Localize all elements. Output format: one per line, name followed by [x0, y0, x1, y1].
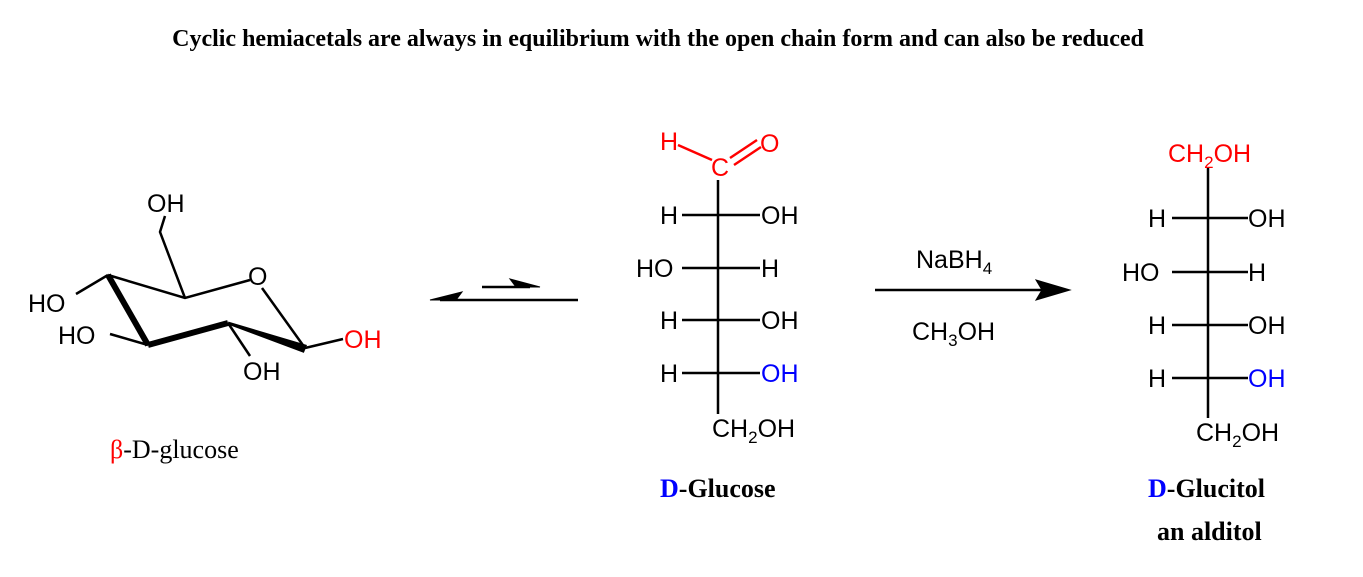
ch2oh-bottom: CH2OH — [1196, 419, 1279, 451]
d-glucose-structure: H C O H OH HO H H OH H OH CH2OH D-Glucos… — [636, 128, 799, 503]
reagent-nabh4: NaBH4 — [916, 246, 992, 278]
fischer-row: H OH — [660, 360, 799, 388]
svg-text:H: H — [1248, 259, 1266, 287]
svg-text:H: H — [660, 202, 678, 230]
fischer-row: H OH — [1148, 312, 1286, 340]
svg-text:HO: HO — [1122, 259, 1160, 287]
aldehyde-c: C — [711, 154, 729, 182]
svg-text:OH: OH — [761, 202, 799, 230]
arrow-head — [1034, 279, 1072, 301]
svg-text:OH: OH — [761, 307, 799, 335]
d-glucitol-structure: CH2OH H OH HO H H OH H OH CH2OH D-Glucit… — [1122, 140, 1286, 546]
bond — [107, 273, 251, 300]
title: Cyclic hemiacetals are always in equilib… — [172, 26, 1144, 52]
reverse-arrow-head — [429, 291, 464, 301]
bold-bond — [105, 273, 151, 347]
solvent-ch3oh: CH3OH — [912, 318, 995, 350]
svg-text:H: H — [660, 307, 678, 335]
svg-text:H: H — [1148, 205, 1166, 233]
oh-c6: OH — [147, 190, 185, 218]
d-glucose-label: D-Glucose — [660, 474, 776, 503]
bond — [75, 273, 109, 296]
bond — [677, 143, 713, 162]
aldehyde-h: H — [660, 128, 678, 156]
alditol-label: an alditol — [1157, 517, 1262, 546]
bond — [158, 215, 187, 299]
svg-text:OH: OH — [1248, 312, 1286, 340]
ho-c3: HO — [58, 322, 96, 350]
fischer-row: HO H — [636, 255, 779, 283]
ho-c4: HO — [28, 290, 66, 318]
svg-text:HO: HO — [636, 255, 674, 283]
bond — [109, 332, 149, 347]
beta-d-glucose-label: β-D-glucose — [110, 435, 239, 464]
svg-text:OH: OH — [1248, 365, 1286, 393]
fischer-row: HO H — [1122, 259, 1266, 287]
wedge-bond — [227, 321, 308, 353]
ch2oh-bottom: CH2OH — [712, 415, 795, 447]
double-bond — [733, 145, 762, 167]
double-bond — [729, 138, 758, 160]
beta-d-glucose-structure: OH O HO HO OH OH β-D-glucose — [28, 190, 382, 464]
d-glucitol-label: D-Glucitol — [1148, 474, 1265, 503]
reduction-arrow: NaBH4 CH3OH — [875, 246, 1072, 350]
fischer-row: H OH — [660, 307, 799, 335]
bond — [304, 337, 344, 350]
bond — [260, 287, 307, 349]
svg-text:OH: OH — [761, 360, 799, 388]
forward-arrow-head — [508, 278, 541, 288]
bold-bond — [147, 320, 229, 348]
oh-c2: OH — [243, 358, 281, 386]
fischer-row: H OH — [660, 202, 799, 230]
equilibrium-arrows — [429, 278, 578, 302]
svg-text:H: H — [660, 360, 678, 388]
svg-text:H: H — [1148, 312, 1166, 340]
ch2oh-top: CH2OH — [1168, 140, 1251, 172]
svg-text:H: H — [761, 255, 779, 283]
ring-oxygen: O — [248, 263, 267, 291]
fischer-row: H OH — [1148, 205, 1286, 233]
fischer-row: H OH — [1148, 365, 1286, 393]
svg-text:OH: OH — [1248, 205, 1286, 233]
bond — [226, 322, 252, 357]
oh-c1-anomeric: OH — [344, 326, 382, 354]
svg-text:H: H — [1148, 365, 1166, 393]
aldehyde-o: O — [760, 130, 779, 158]
